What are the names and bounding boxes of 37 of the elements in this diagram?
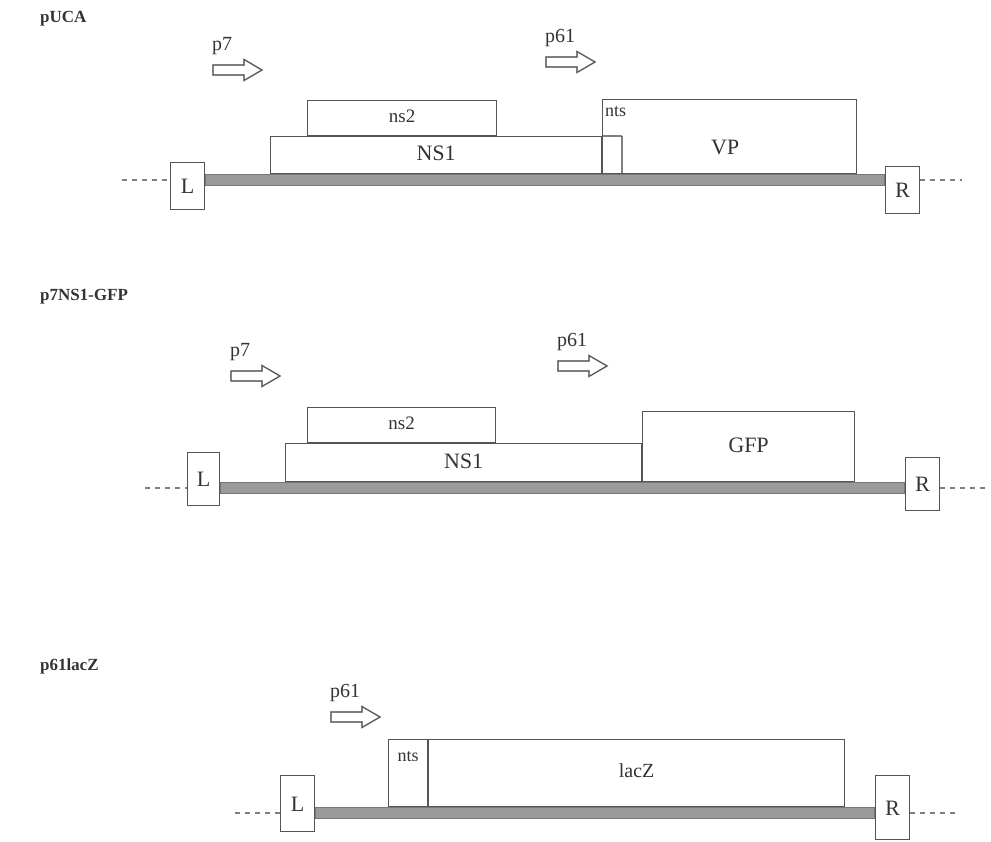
gene-label: R [915,473,930,495]
promoter-label: p61 [557,330,588,350]
gene-box [270,136,602,174]
gene-label: ns2 [388,106,416,126]
end-box [905,457,940,511]
gene-label: R [895,179,910,201]
end-box [280,775,315,832]
gene-box [602,99,857,174]
promoter-label: p7 [212,34,233,54]
region-label: nts [605,101,626,119]
gene-label: R [885,796,900,818]
gene-label: GFP [728,434,769,456]
promoter-label: p61 [545,26,576,46]
end-box [875,775,910,840]
gene-label: L [196,468,210,490]
construct-name: pUCA [40,8,86,25]
promoter-label: p61 [330,681,361,701]
construct-name: p61lacZ [40,656,99,673]
end-box [187,452,220,506]
end-box [170,162,205,210]
gene-label: L [290,792,304,814]
gene-box [642,411,855,482]
gene-label: NS1 [416,142,456,164]
construct-name: p7NS1-GFP [40,286,128,303]
gene-box [428,739,845,807]
gene-label: NS1 [444,450,484,472]
gene-label: L [180,175,194,197]
gene-label: VP [711,136,740,158]
gene-box [307,100,497,136]
end-box [885,166,920,214]
gene-box [307,407,496,443]
gene-box [285,443,642,482]
gene-label: nts [397,746,418,764]
gene-box [388,739,428,807]
gene-label: ns2 [388,414,415,432]
gene-label: lacZ [618,761,654,781]
promoter-label: p7 [230,340,251,360]
